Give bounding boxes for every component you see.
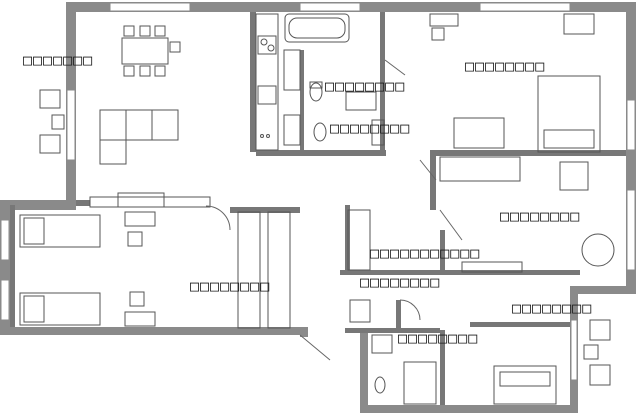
room-label-kids: □□□□□□□□ [190,277,271,295]
windows [0,2,636,381]
doors [205,59,463,361]
room-label-living: □□□□□□□ [23,51,94,69]
room-label-bedroom-top: □□□□□□□□ [465,57,546,75]
kitchen-counter [255,13,301,151]
room-label-toilet: □□□□□□□□ [330,119,411,137]
room-label-bath: □□□□□□□□ [325,77,406,95]
room-label-storage: □□□□□□□□ [360,273,441,291]
room-label-balcony: □□□□□□□□ [512,299,593,317]
room-label-cabinet: □□□□□□□□ [500,207,581,225]
living-sofa [39,89,179,165]
dining-table [121,25,181,77]
sanitary [309,81,437,405]
wardrobes [237,161,615,329]
bathtub [284,13,350,43]
bed-master [429,13,601,153]
shelves [89,156,523,273]
room-label-bath2: □□□□□□□□ [398,329,479,347]
room-label-hall: □□□□□□□□□□□ [370,244,481,262]
kids-beds [19,211,156,327]
bed-guest [493,319,611,405]
